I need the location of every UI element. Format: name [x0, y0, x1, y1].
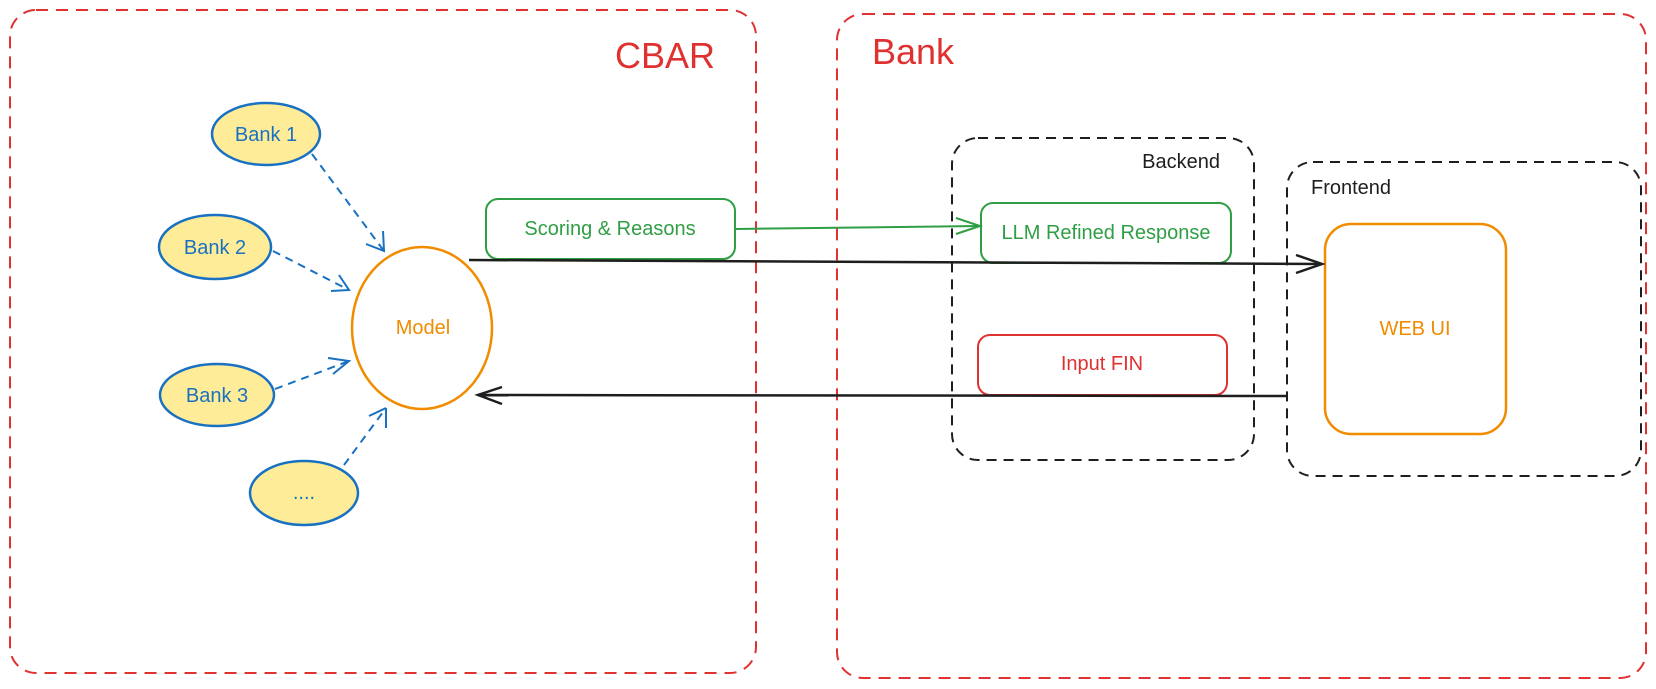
- model-ellipse: [350, 245, 494, 411]
- bank1-ellipse: [210, 101, 322, 167]
- group-frontend-boundary: [1286, 161, 1642, 477]
- node-more: ....: [248, 459, 360, 527]
- node-model: Model: [350, 245, 494, 411]
- more-ellipse: [248, 459, 360, 527]
- bank3-label: Bank 3: [186, 385, 248, 407]
- web-ui-box: [1323, 222, 1508, 436]
- group-frontend: Frontend: [1286, 161, 1642, 477]
- edge-bank2-model: [272, 250, 351, 292]
- input-fin-label: Input FIN: [1061, 353, 1143, 375]
- more-label: ....: [293, 482, 315, 504]
- edge-bank3-model: [274, 357, 352, 390]
- node-scoring: Scoring & Reasons: [485, 198, 736, 260]
- group-frontend-title: Frontend: [1311, 177, 1391, 199]
- node-llm: LLM Refined Response: [980, 202, 1232, 264]
- group-bank-title: Bank: [872, 31, 955, 72]
- group-cbar: CBAR: [9, 9, 757, 674]
- group-backend-title: Backend: [1142, 151, 1220, 173]
- edge-bank1-model: [311, 153, 386, 253]
- node-bank1: Bank 1: [210, 101, 322, 167]
- group-backend: Backend: [951, 137, 1255, 461]
- edge-frontend-model: [474, 385, 1288, 406]
- group-cbar-boundary: [9, 9, 757, 674]
- edge-scoring-llm: [734, 217, 984, 235]
- node-web-ui: WEB UI: [1323, 222, 1508, 436]
- llm-label: LLM Refined Response: [1001, 222, 1210, 244]
- model-label: Model: [396, 317, 450, 339]
- node-bank3: Bank 3: [158, 362, 276, 428]
- bank3-ellipse: [158, 362, 276, 428]
- edge-more-model: [343, 407, 387, 466]
- bank2-label: Bank 2: [184, 237, 246, 259]
- web-ui-label: WEB UI: [1379, 318, 1450, 340]
- group-cbar-title: CBAR: [615, 35, 715, 76]
- edge-model-webui: [468, 253, 1326, 275]
- group-bank-boundary: [836, 13, 1647, 679]
- group-bank: Bank: [836, 13, 1647, 679]
- node-input-fin: Input FIN: [977, 334, 1228, 396]
- group-backend-boundary: [951, 137, 1255, 461]
- scoring-label: Scoring & Reasons: [524, 218, 695, 240]
- bank1-label: Bank 1: [235, 124, 297, 146]
- bank-to-model-arrows: [272, 153, 387, 466]
- node-bank2: Bank 2: [157, 213, 273, 281]
- bank2-ellipse: [157, 213, 273, 281]
